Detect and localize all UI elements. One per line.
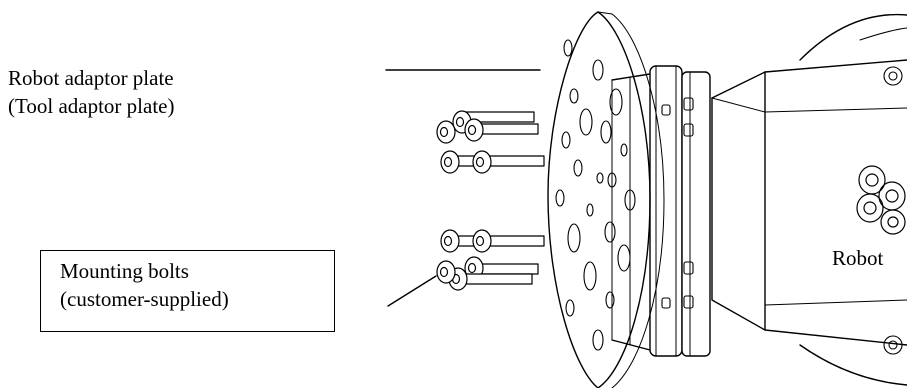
bolts-leader-line bbox=[387, 275, 437, 307]
hex-socket-icon bbox=[436, 260, 456, 284]
bolt-icon bbox=[440, 150, 545, 174]
plate-holes bbox=[555, 39, 636, 351]
bolts-callout-box bbox=[40, 250, 335, 332]
bolts-label: Mounting bolts (customer-supplied) bbox=[60, 257, 229, 313]
bolt-icon bbox=[464, 118, 539, 142]
bolts-label-line2: (customer-supplied) bbox=[60, 287, 229, 311]
mounting-bolts bbox=[436, 110, 545, 291]
plate-label: Robot adaptor plate (Tool adaptor plate) bbox=[8, 64, 174, 120]
robot-bolt-cluster bbox=[856, 165, 906, 235]
robot-wrist-housing bbox=[711, 13, 907, 386]
bolts-label-line1: Mounting bolts bbox=[60, 259, 189, 283]
plate-label-line1: Robot adaptor plate bbox=[8, 66, 174, 90]
hex-socket-icon bbox=[436, 120, 456, 144]
plate-label-line2: (Tool adaptor plate) bbox=[8, 94, 175, 118]
bolt-icon bbox=[440, 229, 545, 253]
robot-adaptor-plate bbox=[547, 11, 665, 388]
tool-changer-body bbox=[611, 65, 711, 357]
robot-label: Robot bbox=[832, 246, 884, 270]
